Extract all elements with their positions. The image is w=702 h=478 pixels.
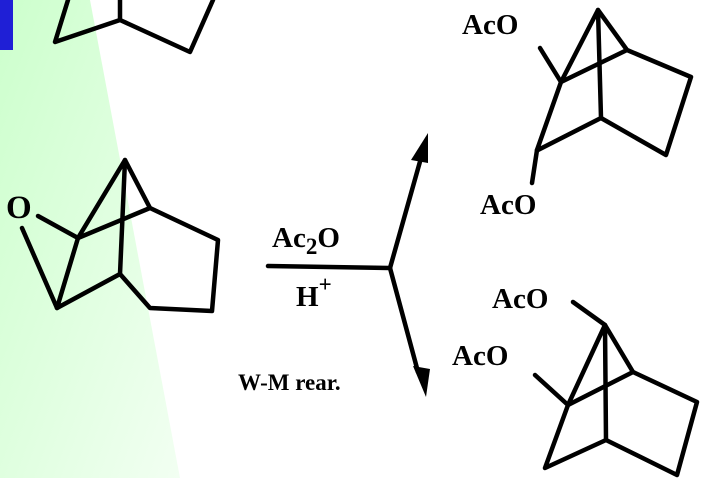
top-partial-molecule xyxy=(52,0,216,55)
epoxide-oxygen-label: O xyxy=(6,190,32,226)
accent-bar xyxy=(0,0,13,50)
epoxide-molecule: O xyxy=(6,157,221,314)
product-1-molecule: AcO AcO xyxy=(462,7,694,221)
reaction-line xyxy=(265,263,393,271)
lower-arrow-head xyxy=(413,366,430,397)
product-2-left-acetoxy: AcO xyxy=(452,340,508,372)
product-1-top-acetoxy: AcO xyxy=(462,9,518,41)
reagent-label: Ac2O xyxy=(272,222,340,259)
lower-branch xyxy=(387,265,421,375)
background-panel xyxy=(0,0,180,478)
reaction-arrows xyxy=(265,133,430,397)
rearrangement-label: W-M rear. xyxy=(238,370,341,395)
product-2-top-acetoxy: AcO xyxy=(492,283,548,315)
upper-arrow-head xyxy=(411,133,428,163)
acid-catalyst-label: H+ xyxy=(296,272,332,313)
product-2-molecule: AcO AcO xyxy=(452,283,700,478)
product-1-bottom-acetoxy: AcO xyxy=(480,189,536,221)
upper-branch xyxy=(387,155,424,271)
